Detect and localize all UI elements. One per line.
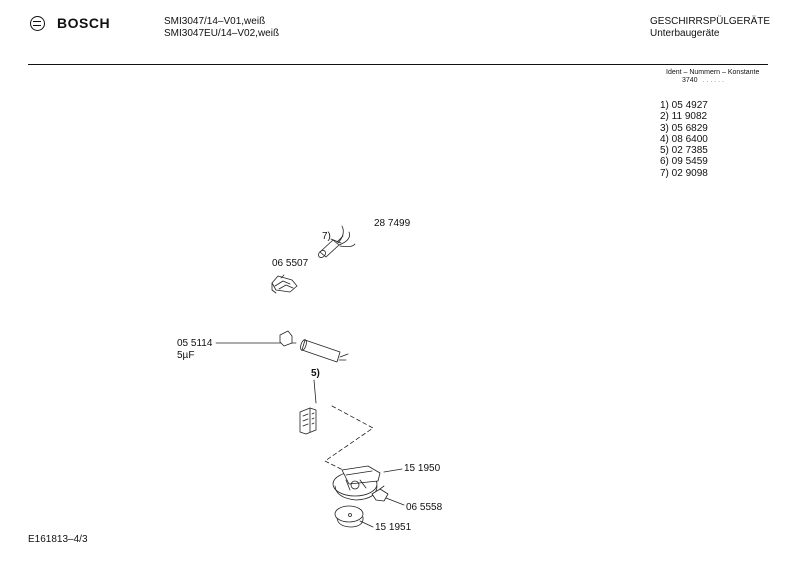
ident-item: 6) 09 5459 [660,156,708,168]
category-title: GESCHIRRSPÜLGERÄTE [650,16,771,27]
brand-name: BOSCH [57,15,111,31]
ident-item: 1) 05 4927 [660,100,708,111]
bosch-emblem-bar [33,21,41,26]
ident-item: 4) 08 6400 [660,133,708,145]
ident-item: 7) 02 9098 [660,167,708,179]
subcategory-title: Unterbaugeräte [650,28,720,39]
ident-constant: 3740 . . . . . . [682,76,724,85]
ident-item: 5) 02 7385 [660,145,708,157]
part-label-151951: 15 1951 [375,522,412,533]
bracket-part-drawing [271,274,298,294]
header-rule [28,64,768,65]
plug-part-drawing [371,485,405,506]
part-label-5: 5) [311,368,320,379]
model-line-1: SMI3047/14–V01,weiß [164,16,266,27]
capacitor-part-drawing [215,330,349,363]
part-label-055114: 05 5114 [177,338,213,349]
ident-list: 1) 05 4927 2) 11 9082 3) 05 6829 4) 08 6… [660,100,708,179]
suppressor-part-drawing [318,225,356,258]
connector-part-drawing [299,379,317,435]
part-label-7: 7) [322,231,331,242]
model-line-2: SMI3047EU/14–V02,weiß [164,28,280,39]
ident-label: Ident – Nummern – Konstante [666,69,760,76]
ident-constant-value: 3740 [682,77,698,84]
part-label-065558: 06 5558 [406,502,443,513]
disc-part-drawing [334,505,374,528]
ident-item: 3) 05 6829 [660,122,708,134]
bosch-emblem-icon [30,16,45,31]
part-label-287499: 28 7499 [374,218,411,229]
ident-item: 2) 11 9082 [660,111,708,123]
motor-part-drawing [332,465,403,501]
part-label-065507: 06 5507 [272,258,309,269]
part-label-151950: 15 1950 [404,463,441,474]
ident-constant-dots: . . . . . . [702,77,724,84]
document-id: E161813–4/3 [28,534,88,545]
wiring-dashed-line [324,405,374,471]
capacitor-value-label: 5µF [177,350,195,361]
